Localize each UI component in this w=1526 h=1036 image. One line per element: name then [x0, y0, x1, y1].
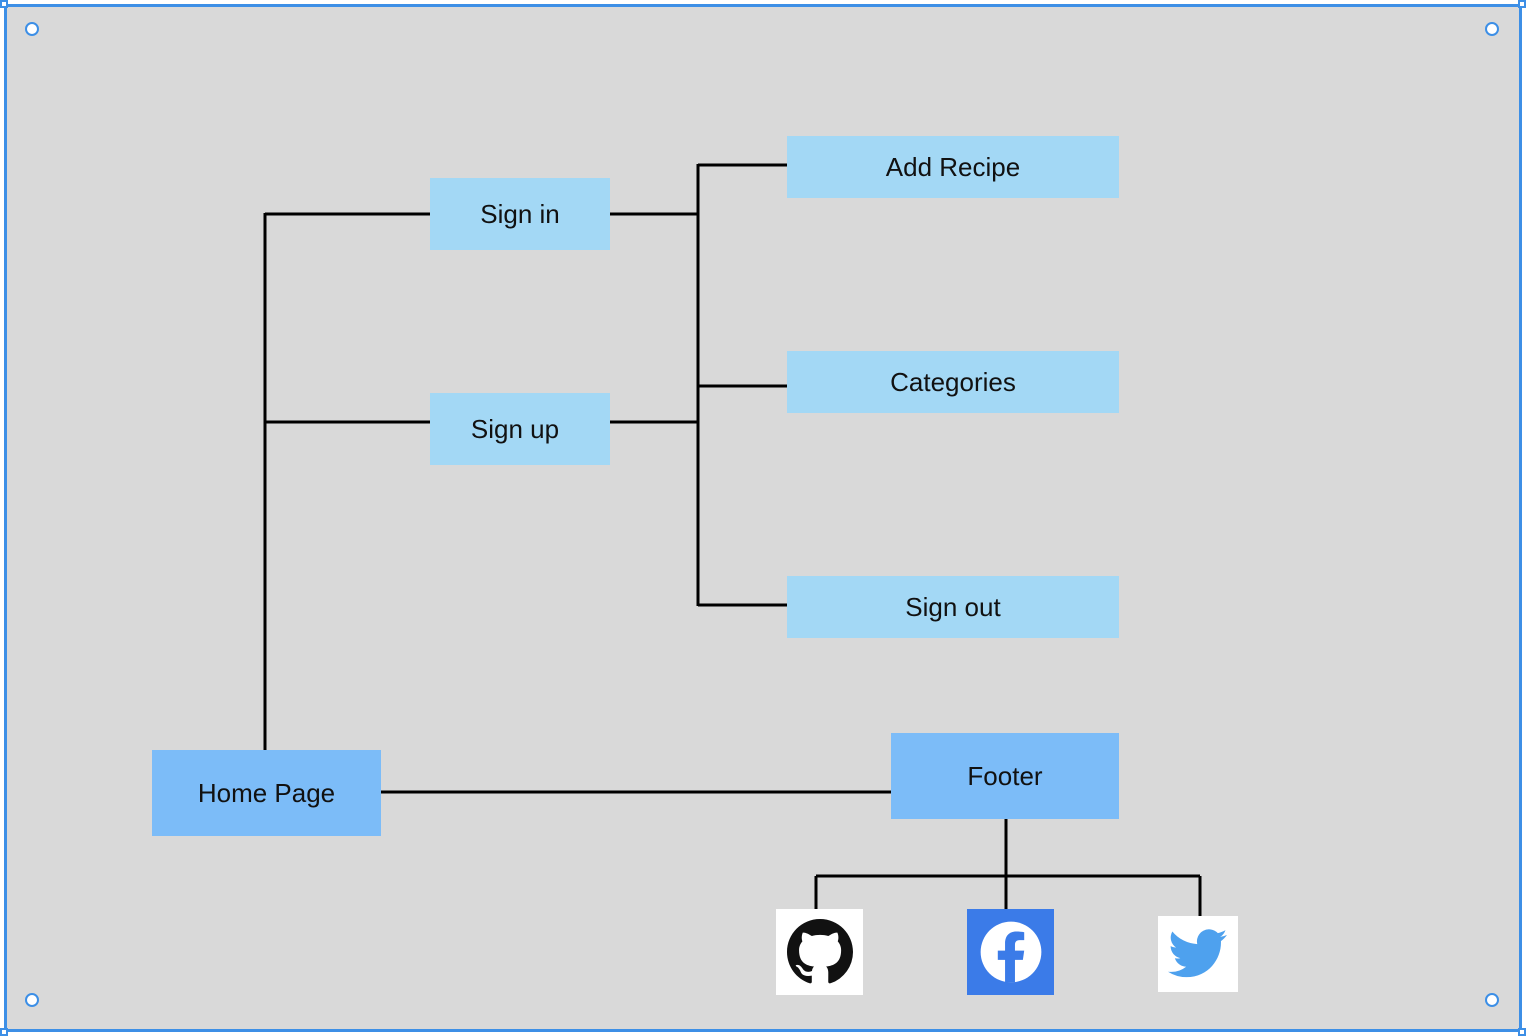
home-page-label: Home Page	[197, 777, 336, 808]
resize-handle-bottom-right[interactable]	[1485, 993, 1499, 1007]
sign-out-label: Sign out	[905, 591, 1001, 622]
resize-handle-bottom-left[interactable]	[25, 993, 39, 1007]
corner-handle-bottom-left[interactable]	[0, 1028, 8, 1036]
canvas-frame[interactable]	[4, 4, 1522, 1032]
facebook-tile[interactable]	[967, 909, 1054, 995]
corner-handle-top-left[interactable]	[0, 0, 8, 8]
github-icon	[786, 919, 853, 984]
categories-label: Categories	[890, 366, 1016, 397]
corner-handle-top-right[interactable]	[1518, 0, 1526, 8]
home-page-node[interactable]: Home Page	[152, 750, 381, 836]
add-recipe-node[interactable]: Add Recipe	[787, 136, 1119, 198]
sign-in-node[interactable]: Sign in	[430, 178, 610, 250]
resize-handle-top-left[interactable]	[25, 22, 39, 36]
corner-handle-bottom-right[interactable]	[1518, 1028, 1526, 1036]
categories-node[interactable]: Categories	[787, 351, 1119, 413]
twitter-icon	[1168, 929, 1228, 978]
sign-up-label: Sign up	[470, 413, 560, 444]
sign-in-label: Sign in	[480, 198, 560, 229]
footer-label: Footer	[967, 760, 1043, 791]
github-tile[interactable]	[776, 909, 863, 995]
sign-out-node[interactable]: Sign out	[787, 576, 1119, 638]
twitter-tile[interactable]	[1158, 916, 1238, 992]
add-recipe-label: Add Recipe	[885, 151, 1021, 182]
footer-node[interactable]: Footer	[891, 733, 1119, 819]
resize-handle-top-right[interactable]	[1485, 22, 1499, 36]
sign-up-node[interactable]: Sign up	[430, 393, 610, 465]
facebook-icon	[980, 921, 1041, 983]
